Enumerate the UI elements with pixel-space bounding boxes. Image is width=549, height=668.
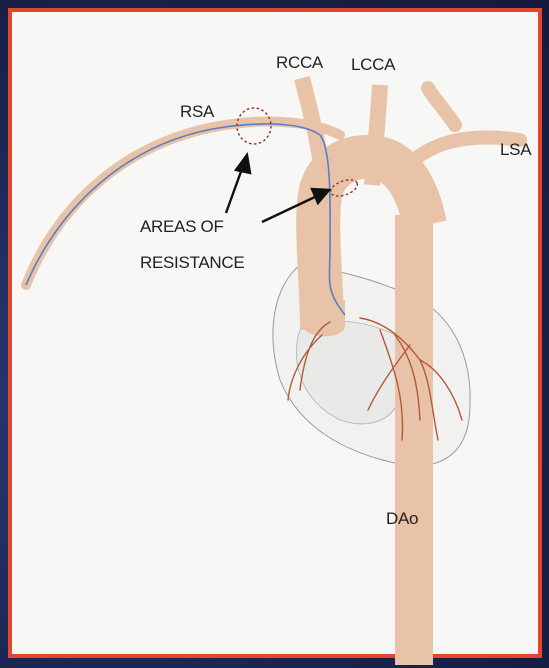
label-areas-of-resistance-line2: RESISTANCE (140, 253, 244, 272)
label-rsa: RSA (180, 102, 215, 121)
label-rcca: RCCA (276, 53, 324, 72)
descending-aorta (395, 215, 433, 665)
label-dao: DAo (386, 509, 418, 528)
label-lcca: LCCA (351, 55, 396, 74)
label-lsa: LSA (500, 140, 532, 159)
label-areas-of-resistance-line1: AREAS OF (140, 217, 224, 236)
